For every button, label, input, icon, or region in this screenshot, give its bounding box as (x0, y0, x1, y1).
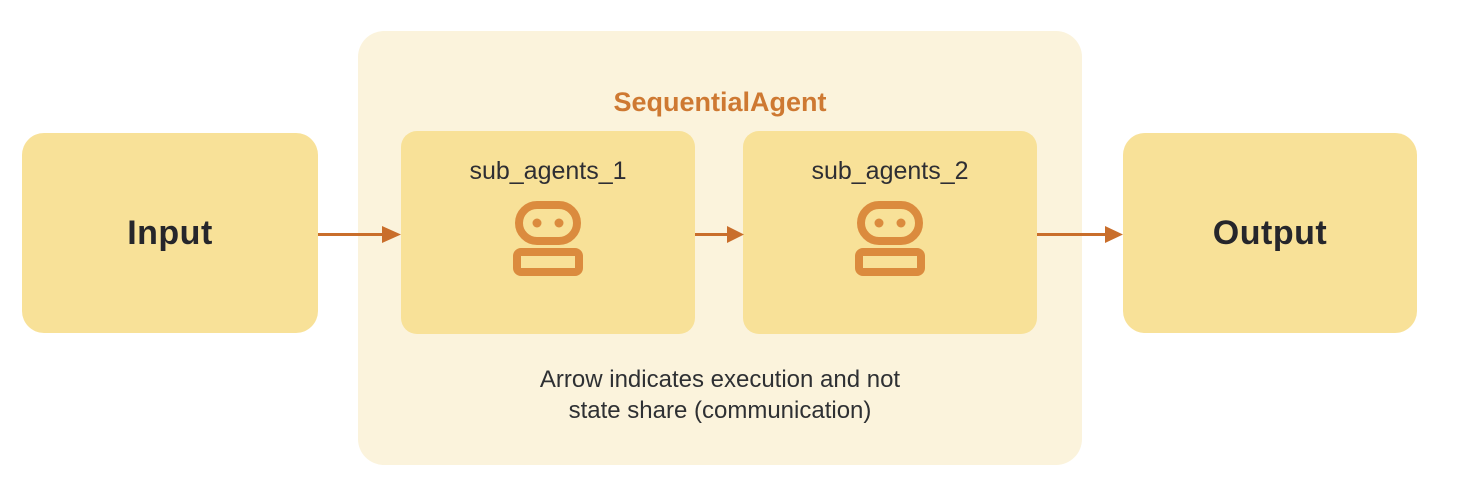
sub-agent-2-label: sub_agents_2 (811, 157, 969, 185)
output-label: Output (1212, 213, 1328, 252)
caption-line-1: Arrow indicates execution and not (539, 366, 901, 393)
container-title: SequentialAgent (613, 87, 827, 117)
caption-line-2: state share (communication) (568, 397, 872, 424)
robot-icon (513, 201, 583, 276)
input-box: Input (22, 133, 318, 333)
sub-agent-1-label: sub_agents_1 (469, 157, 627, 185)
output-box: Output (1123, 133, 1417, 333)
caption: Arrow indicates execution and not state … (358, 364, 1082, 426)
robot-icon (855, 201, 925, 276)
sub-agent-1-box: sub_agents_1 (401, 131, 695, 334)
input-label: Input (127, 213, 213, 252)
sequential-agent-container: SequentialAgent sub_agents_1 sub_agents_… (358, 31, 1082, 465)
sub-agent-2-box: sub_agents_2 (743, 131, 1037, 334)
